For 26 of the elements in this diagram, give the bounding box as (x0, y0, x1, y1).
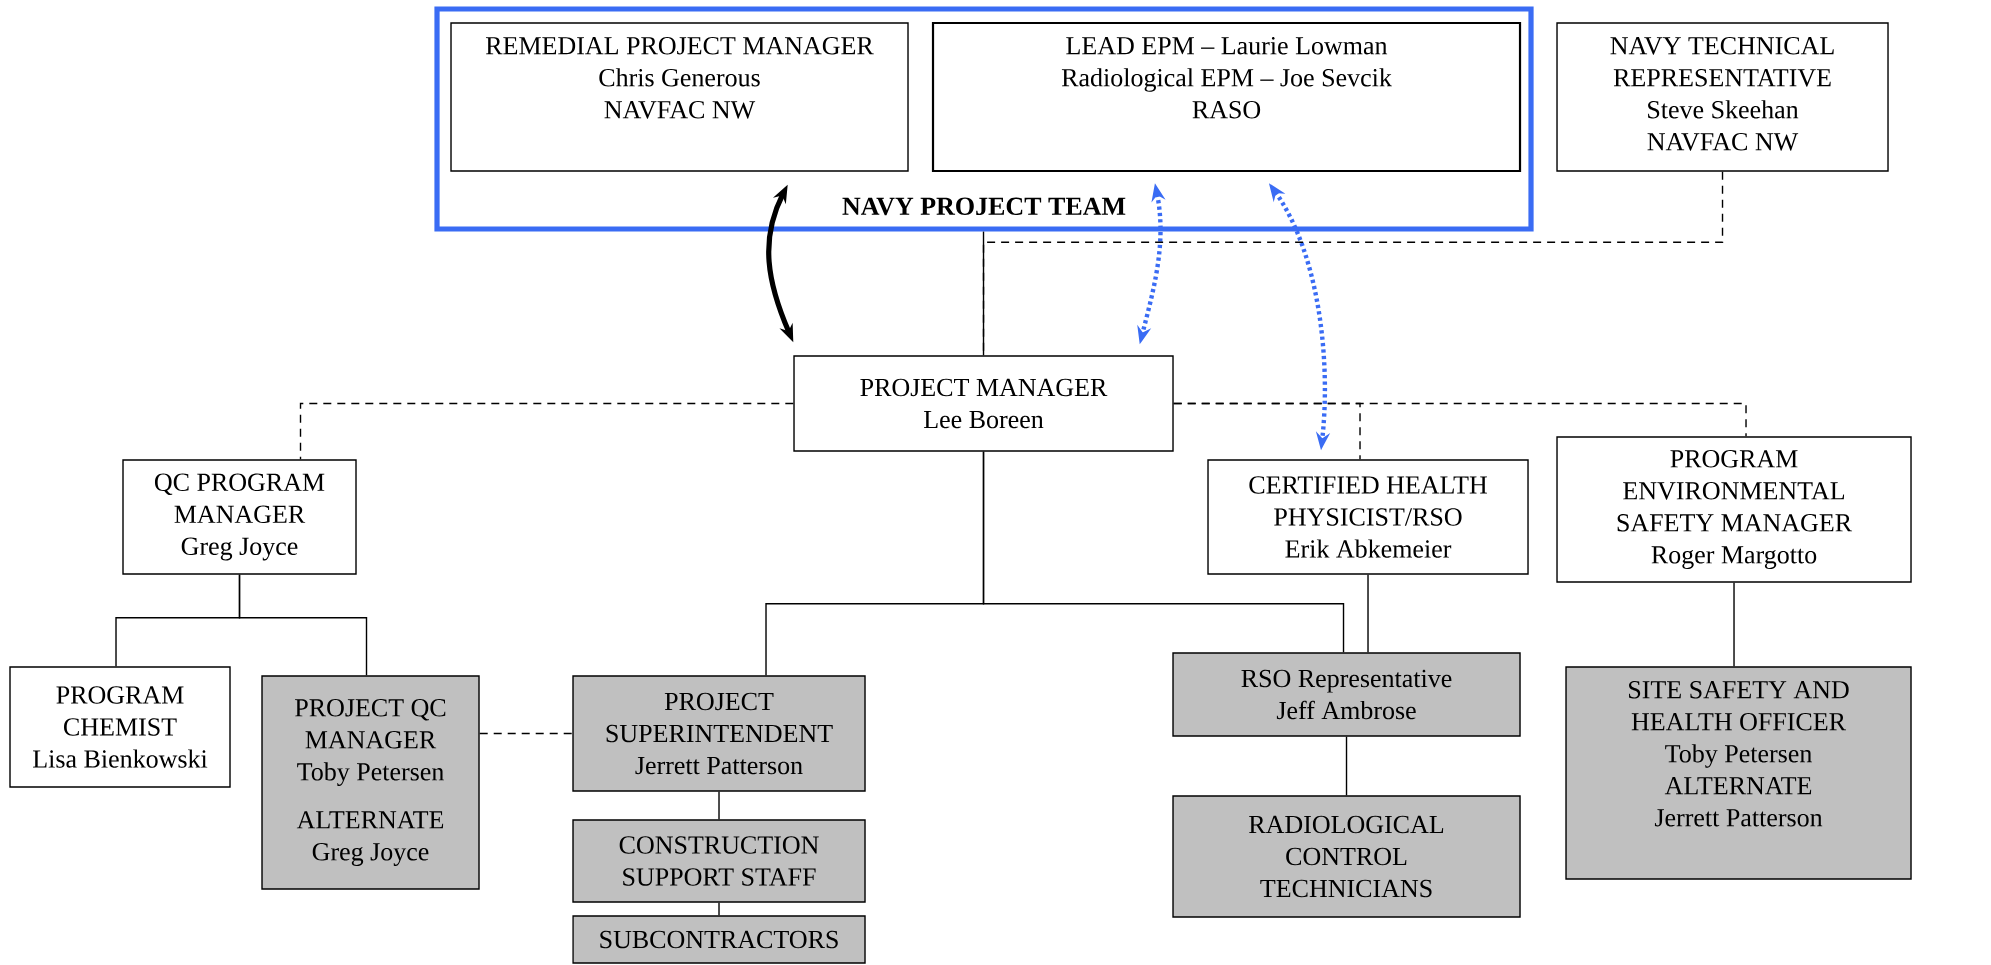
role-box: CERTIFIED HEALTH PHYSICIST/RSO Erik Abkemeier (1207, 459, 1529, 575)
role-box: REMEDIAL PROJECT MANAGER Chris Generous NAVFAC NW (450, 22, 909, 172)
role-box: QC PROGRAM MANAGER Greg Joyce (122, 459, 357, 575)
role-box: PROJECT SUPERINTENDENT Jerrett Patterson (572, 675, 866, 792)
connector-line (1345, 736, 1348, 796)
role-box: LEAD EPM – Laurie Lowman Radiological EPM – Joe Sevcik RASO (931, 21, 1522, 173)
connector-line (982, 451, 1345, 653)
connector-line (1367, 574, 1369, 653)
connector-line (299, 402, 794, 460)
role-box: SITE SAFETY AND HEALTH OFFICER Toby Petersen ALTERNATE Jerrett Patterson (1565, 666, 1912, 880)
role-box: PROJECT QC MANAGER Toby Petersen ALTERNATE Greg Joyce (261, 675, 480, 890)
role-box: RADIOLOGICAL CONTROL TECHNICIANS (1172, 795, 1521, 918)
connector-line (982, 230, 985, 356)
role-box: SUBCONTRACTORS (572, 915, 866, 964)
role-box: CONSTRUCTION SUPPORT STAFF (572, 819, 866, 903)
role-box: PROGRAM CHEMIST Lisa Bienkowski (9, 666, 231, 788)
connector-line (1733, 582, 1735, 667)
connector-line (479, 732, 573, 735)
role-box: PROJECT MANAGER Lee Boreen (793, 355, 1174, 452)
role-box: NAVY TECHNICAL REPRESENTATIVE Steve Skeehan NAVFAC NW (1556, 22, 1889, 172)
connector-line (718, 791, 720, 820)
connector-line (1173, 402, 1747, 437)
role-box: PROGRAM ENVIRONMENTAL SAFETY MANAGER Roger Margotto (1556, 436, 1912, 583)
role-box: RSO Representative Jeff Ambrose (1172, 652, 1521, 737)
connector-line (718, 902, 720, 916)
connector-line (238, 574, 368, 676)
